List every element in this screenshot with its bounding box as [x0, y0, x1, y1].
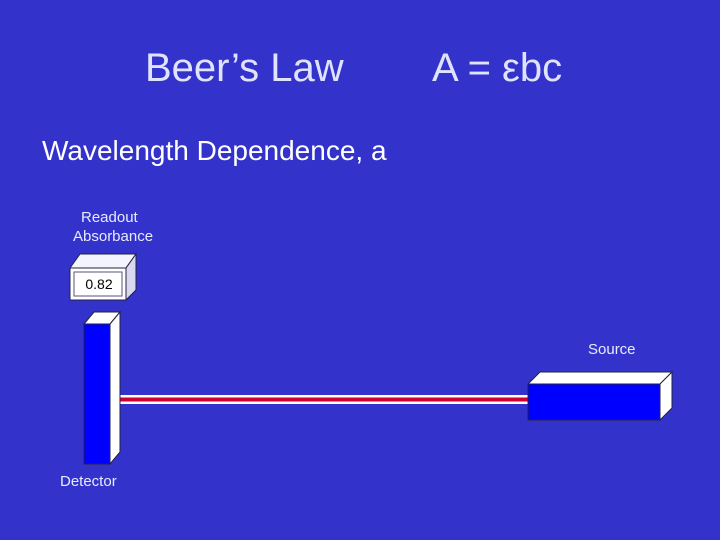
beam-core [114, 397, 528, 402]
readout-label-line2: Absorbance [73, 228, 154, 245]
readout-box [69, 252, 137, 302]
readout-label-line1: Readout [81, 209, 138, 226]
detector-side [109, 310, 121, 466]
slide-title: Beer’s Law [145, 46, 344, 90]
readout-display [73, 271, 123, 297]
light-beam [114, 395, 528, 404]
detector-label: Detector [60, 473, 117, 490]
detector-block [82, 310, 122, 466]
detector-face [83, 323, 111, 465]
beers-law-equation: A = εbc [432, 46, 563, 90]
source-top [526, 371, 674, 385]
absorbance-readout-value: 0.82 [85, 276, 113, 292]
source-label: Source [588, 341, 636, 358]
slide-subtitle: Wavelength Dependence, a [42, 135, 387, 166]
source-face [527, 383, 661, 421]
readout-box-top [69, 253, 137, 269]
source-block [526, 370, 674, 422]
